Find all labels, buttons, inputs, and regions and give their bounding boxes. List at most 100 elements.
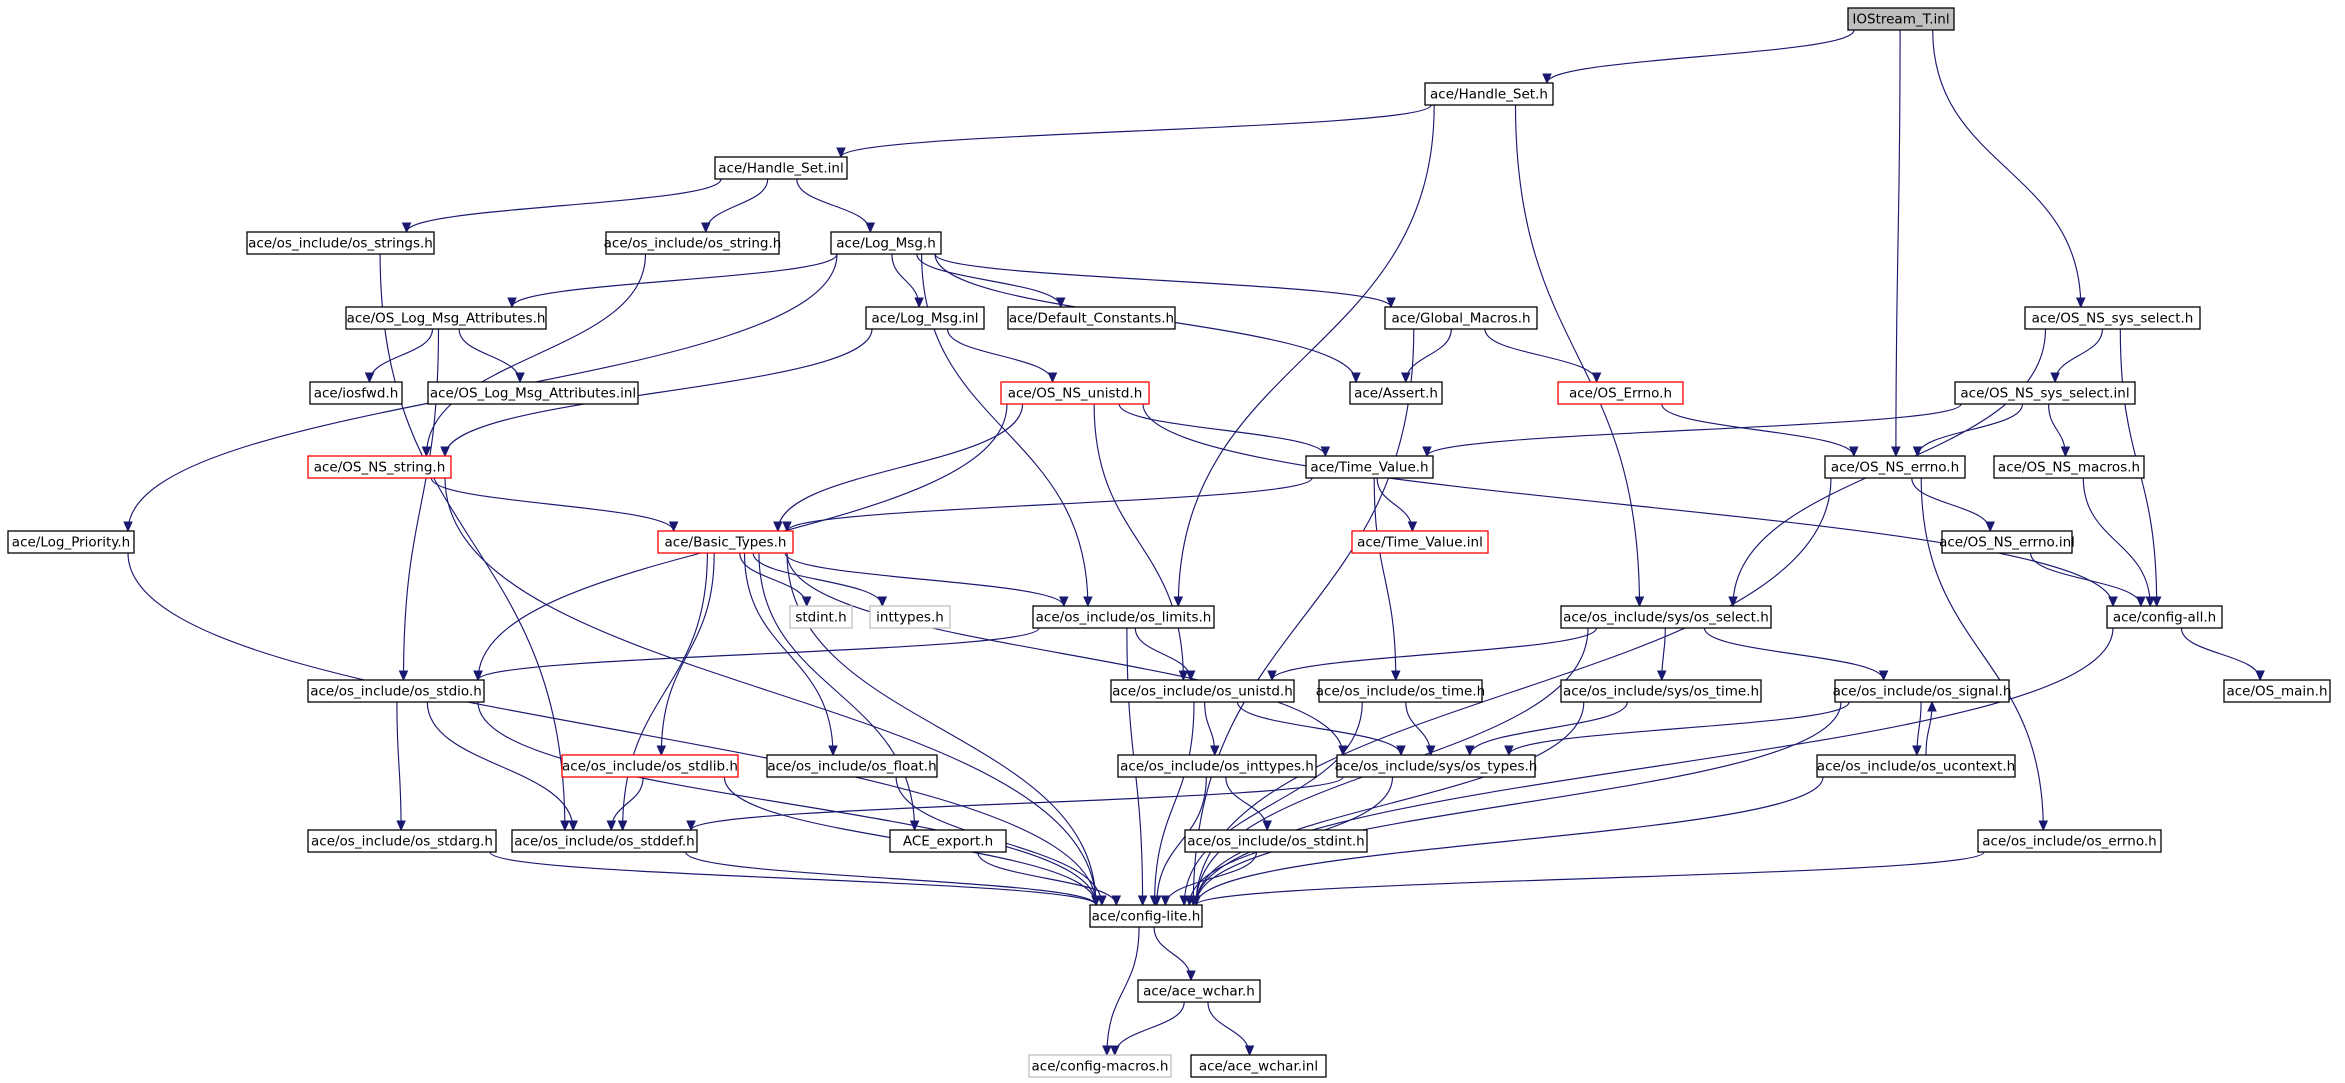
arrowhead-os_errno_h-to-os_ns_errno_h xyxy=(1849,446,1859,458)
node-os_stddef[interactable]: ace/os_include/os_stddef.h xyxy=(511,829,698,853)
node-config_macros[interactable]: ace/config-macros.h xyxy=(1028,1054,1172,1078)
node-inttypes_h[interactable]: inttypes.h xyxy=(869,605,951,629)
node-label: ace/Handle_Set.h xyxy=(1430,87,1548,103)
edge-iostream-to-handle_set_h xyxy=(1546,29,1855,84)
node-handle_set_inl[interactable]: ace/Handle_Set.inl xyxy=(714,156,848,180)
arrowhead-global_macros-to-assert_h xyxy=(1401,372,1411,384)
node-box xyxy=(1557,381,1684,405)
node-label: ace/os_include/os_float.h xyxy=(767,759,936,775)
node-default_constants[interactable]: ace/Default_Constants.h xyxy=(1007,306,1176,330)
edge-os_errno_inc-to-config_lite xyxy=(1195,851,1985,906)
edge-os_signal-to-sys_os_types xyxy=(1508,701,1850,756)
arrowhead-os_ns_sys_select_h-to-sys_os_select xyxy=(1728,596,1738,608)
edge-os_stdlib-to-os_stddef xyxy=(610,776,644,831)
edge-iostream-to-os_ns_sys_select_h xyxy=(1932,29,2082,308)
node-label: stdint.h xyxy=(795,610,846,626)
node-os_ns_sys_select_h[interactable]: ace/OS_NS_sys_select.h xyxy=(2024,306,2201,330)
arrowhead-basic_types-to-stdint_h xyxy=(801,596,812,608)
node-os_ns_unistd[interactable]: ace/OS_NS_unistd.h xyxy=(1000,381,1150,405)
node-os_string[interactable]: ace/os_include/os_string.h xyxy=(604,231,782,255)
node-os_signal[interactable]: ace/os_include/os_signal.h xyxy=(1833,679,2012,703)
node-stdint_h[interactable]: stdint.h xyxy=(789,605,853,629)
node-os_log_msg_attr_inl[interactable]: ace/OS_Log_Msg_Attributes.inl xyxy=(427,381,639,405)
node-os_inttypes[interactable]: ace/os_include/os_inttypes.h xyxy=(1117,754,1317,778)
node-box xyxy=(1305,455,1434,479)
node-log_priority[interactable]: ace/Log_Priority.h xyxy=(7,530,135,554)
node-label: ace/os_include/os_stddef.h xyxy=(514,834,694,850)
node-ace_wchar_h[interactable]: ace/ace_wchar.h xyxy=(1137,979,1261,1003)
node-handle_set_h[interactable]: ace/Handle_Set.h xyxy=(1424,82,1554,106)
edge-basic_types-to-ace_export xyxy=(758,552,916,831)
arrowhead-log_priority-to-config_lite xyxy=(1091,895,1101,907)
node-os_strings[interactable]: ace/os_include/os_strings.h xyxy=(246,231,435,255)
node-global_macros[interactable]: ace/Global_Macros.h xyxy=(1384,306,1538,330)
arrowhead-os_ns_sys_select_inl-to-os_ns_errno_h xyxy=(1912,446,1923,458)
arrowhead-os_ns_errno_h-to-os_ns_errno_inl xyxy=(1985,521,1995,533)
node-os_ucontext[interactable]: ace/os_include/os_ucontext.h xyxy=(1816,754,2016,778)
arrowhead-time_value_h-to-basic_types xyxy=(782,521,792,533)
node-basic_types[interactable]: ace/Basic_Types.h xyxy=(657,530,794,554)
node-os_time[interactable]: ace/os_include/os_time.h xyxy=(1316,679,1485,703)
node-box xyxy=(511,829,698,853)
edge-os_ns_macros-to-config_all xyxy=(2082,477,2151,607)
arrowhead-os_time-to-sys_os_types xyxy=(1425,745,1436,757)
node-sys_os_time[interactable]: ace/os_include/sys/os_time.h xyxy=(1560,679,1762,703)
node-box xyxy=(2024,306,2201,330)
edge-config_lite-to-ace_wchar_h xyxy=(1153,926,1192,981)
node-os_log_msg_attr_h[interactable]: ace/OS_Log_Msg_Attributes.h xyxy=(345,306,547,330)
node-os_ns_sys_select_inl[interactable]: ace/OS_NS_sys_select.inl xyxy=(1954,381,2136,405)
arrowhead-ace_wchar_h-to-config_macros xyxy=(1110,1045,1120,1057)
arrowhead-os_stdio-to-os_stddef xyxy=(568,820,578,832)
edge-os_stdarg-to-config_lite xyxy=(489,851,1097,906)
node-log_msg_h[interactable]: ace/Log_Msg.h xyxy=(830,231,942,255)
arrowhead-sys_os_select-to-os_unistd xyxy=(1267,670,1277,682)
arrowhead-basic_types-to-os_limits xyxy=(1059,596,1069,608)
node-iosfwd[interactable]: ace/iosfwd.h xyxy=(309,381,403,405)
node-label: ace/os_include/sys/os_select.h xyxy=(1563,610,1769,626)
node-box xyxy=(1318,679,1483,703)
node-time_value_h[interactable]: ace/Time_Value.h xyxy=(1305,455,1434,479)
node-box xyxy=(309,381,403,405)
node-label: ACE_export.h xyxy=(903,834,993,850)
edge-os_stdint-to-config_lite xyxy=(1164,851,1258,906)
node-box xyxy=(1384,306,1538,330)
node-config_all[interactable]: ace/config-all.h xyxy=(2106,605,2223,629)
node-assert_h[interactable]: ace/Assert.h xyxy=(1349,381,1443,405)
node-os_stdint[interactable]: ace/os_include/os_stdint.h xyxy=(1184,829,1368,853)
arrowhead-iostream-to-handle_set_h xyxy=(1542,73,1552,85)
node-os_errno_inc[interactable]: ace/os_include/os_errno.h xyxy=(1977,829,2162,853)
node-os_ns_errno_h[interactable]: ace/OS_NS_errno.h xyxy=(1824,455,1966,479)
node-iostream[interactable]: IOStream_T.inl xyxy=(1847,7,1955,31)
node-os_main[interactable]: ace/OS_main.h xyxy=(2223,679,2331,703)
node-os_errno_h[interactable]: ace/OS_Errno.h xyxy=(1557,381,1684,405)
arrowhead-sys_os_time-to-sys_os_types xyxy=(1465,745,1475,757)
arrowhead-os_errno_inc-to-config_lite xyxy=(1191,895,1201,907)
node-label: ace/ace_wchar.inl xyxy=(1199,1059,1318,1075)
node-ace_wchar_inl[interactable]: ace/ace_wchar.inl xyxy=(1190,1054,1327,1078)
arrowhead-os_ns_errno_inl-to-config_all xyxy=(2136,596,2146,608)
node-os_unistd[interactable]: ace/os_include/os_unistd.h xyxy=(1110,679,1295,703)
node-os_stdarg[interactable]: ace/os_include/os_stdarg.h xyxy=(307,829,497,853)
node-os_float[interactable]: ace/os_include/os_float.h xyxy=(766,754,938,778)
node-sys_os_types[interactable]: ace/os_include/sys/os_types.h xyxy=(1335,754,1538,778)
node-os_ns_errno_inl[interactable]: ace/OS_NS_errno.inl xyxy=(1939,530,2075,554)
node-label: ace/Global_Macros.h xyxy=(1391,311,1530,327)
edge-os_log_msg_attr_h-to-os_log_msg_attr_inl xyxy=(458,328,521,383)
node-sys_os_select[interactable]: ace/os_include/sys/os_select.h xyxy=(1560,605,1772,629)
node-os_limits[interactable]: ace/os_include/os_limits.h xyxy=(1032,605,1215,629)
node-os_stdio[interactable]: ace/os_include/os_stdio.h xyxy=(307,679,485,703)
node-os_ns_string[interactable]: ace/OS_NS_string.h xyxy=(307,455,452,479)
node-ace_export[interactable]: ACE_export.h xyxy=(889,829,1007,853)
node-label: ace/os_include/os_stdint.h xyxy=(1187,834,1364,850)
node-box xyxy=(2223,679,2331,703)
node-os_stdlib[interactable]: ace/os_include/os_stdlib.h xyxy=(561,754,739,778)
node-log_msg_inl[interactable]: ace/Log_Msg.inl xyxy=(865,306,985,330)
node-time_value_inl[interactable]: ace/Time_Value.inl xyxy=(1351,530,1489,554)
node-config_lite[interactable]: ace/config-lite.h xyxy=(1089,904,1203,928)
node-label: ace/os_include/os_limits.h xyxy=(1036,610,1212,626)
node-os_ns_macros[interactable]: ace/OS_NS_macros.h xyxy=(1993,455,2145,479)
node-label: ace/OS_NS_sys_select.inl xyxy=(1960,386,2129,402)
edge-sys_os_types-to-os_stddef xyxy=(690,776,1344,831)
arrowhead-basic_types-to-os_stdlib xyxy=(656,745,667,757)
edge-global_macros-to-config_lite xyxy=(1192,328,1415,906)
